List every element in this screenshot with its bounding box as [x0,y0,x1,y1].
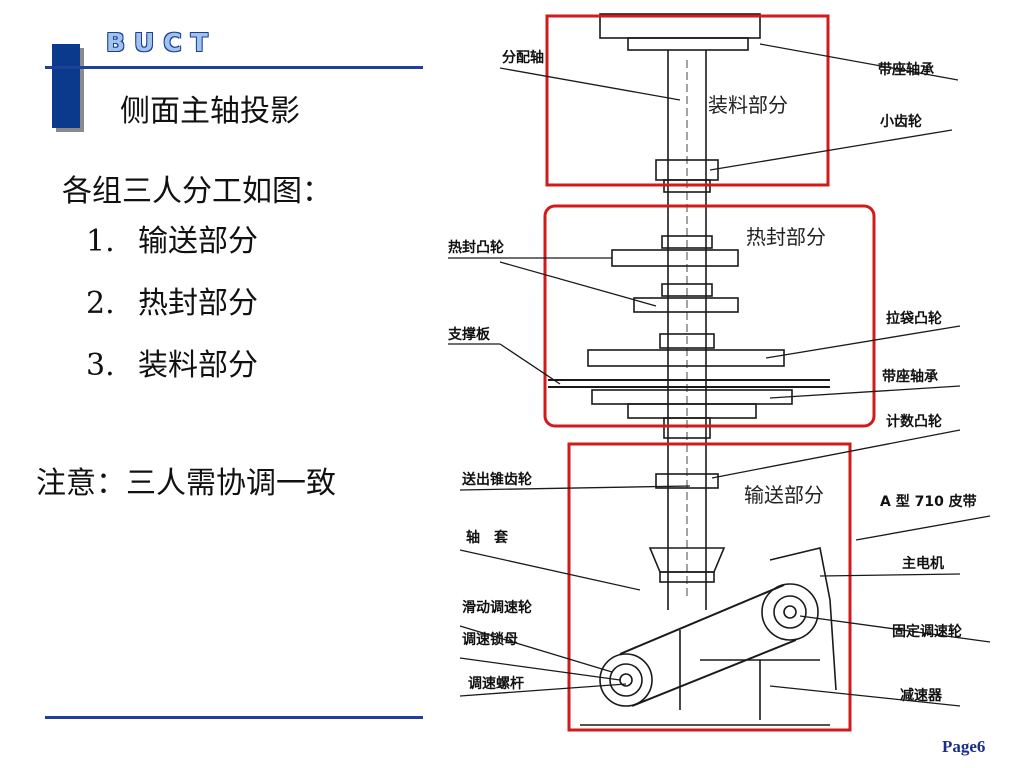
leader-line [459,657,621,681]
leader-line [459,683,627,697]
label-small-gear: 小齿轮 [880,113,922,130]
cam-collar [659,333,715,349]
label-speed-lock-nut: 调速锁母 [462,631,518,648]
leader-line [765,325,961,359]
list-number: 1. [86,224,115,259]
fixed-wheel-inner [773,595,807,629]
page-number: Page6 [942,737,986,756]
label-bag-pull-cam: 拉袋凸轮 [886,310,942,327]
list-text: 装料部分 [138,348,258,383]
intro-text: 各组三人分工如图： [62,174,332,209]
cam-collar [661,283,713,297]
logo-bar [52,44,80,128]
leader-line [855,515,991,541]
section-loading-label: 装料部分 [708,93,788,117]
counting-cam-shape [655,473,719,489]
leader-line [459,549,641,591]
leader-line [759,43,959,81]
sliding-wheel-outer [599,653,653,707]
heat-seal-cam-lower [633,297,739,313]
label-speed-screw: 调速螺杆 [468,675,524,692]
footer-rule [45,716,423,719]
label-output-bevel-gear: 送出锥齿轮 [461,471,532,488]
slide-title: 侧面主轴投影 [120,94,300,129]
belt-upper [619,584,785,655]
shaft-sleeve-shape [659,571,715,583]
conveying-section-frame [567,442,852,732]
leader-line [769,385,961,399]
label-distribution-shaft: 分配轴 [502,49,544,66]
label-sliding-speed-wheel: 滑动调速轮 [462,599,532,616]
leader-line [769,685,961,707]
leader-line [799,615,991,643]
list-text: 热封部分 [138,286,258,321]
leader-line [459,485,691,491]
sliding-wheel-inner [609,663,643,697]
shaft-collar [663,417,711,439]
label-heat-seal-cam: 热封凸轮 [448,239,504,256]
leader-line [709,129,953,171]
mid-bearing-seat [627,403,757,419]
label-main-motor: 主电机 [902,555,944,572]
leader-line [499,261,657,307]
list-item: 1. 输送部分 [86,222,258,284]
motor-outline [769,547,837,691]
brand-logo: BUCT [106,28,217,57]
label-fixed-speed-wheel: 固定调速轮 [892,623,962,640]
note-text: 注意：三人需协调一致 [36,466,336,501]
leader-line [499,67,681,101]
list-text: 输送部分 [138,224,258,259]
leader-line [459,625,613,673]
list-item: 2. 热封部分 [86,284,258,346]
label-support-plate: 支撑板 [447,326,491,343]
label-counting-cam: 计数凸轮 [886,413,942,430]
header-rule [45,66,423,69]
loading-section-frame [545,14,830,187]
label-seat-bearing-top: 带座轴承 [878,61,934,78]
belt-lower [631,639,797,707]
heat-seal-section-frame [543,204,876,428]
leader-line [499,343,561,385]
label-seat-bearing-mid: 带座轴承 [882,368,938,385]
section-conveying-label: 输送部分 [744,483,824,507]
label-reducer: 减速器 [900,687,943,704]
list-number: 3. [86,348,115,383]
mid-bearing-housing [591,389,793,405]
section-heat-seal-label: 热封部分 [746,225,826,249]
label-belt: A 型 710 皮带 [880,493,977,510]
fixed-wheel-hub [783,605,797,619]
cam-collar [661,235,713,249]
fixed-wheel-outer [761,583,819,641]
list-item: 3. 装料部分 [86,346,258,408]
leader-line [819,573,961,577]
reducer-outline [679,630,820,720]
top-bearing-housing [599,13,761,39]
top-bearing-seat [627,37,749,51]
label-shaft-sleeve: 轴 套 [466,529,508,546]
heat-seal-cam-upper [611,249,739,267]
task-list: 1. 输送部分 2. 热封部分 3. 装料部分 [86,222,258,408]
bag-pull-cam-shape [587,349,785,367]
list-number: 2. [86,286,115,321]
leader-line [711,429,961,479]
